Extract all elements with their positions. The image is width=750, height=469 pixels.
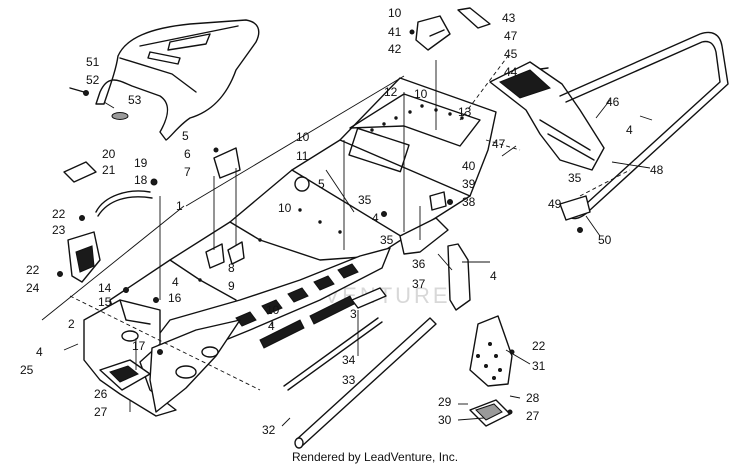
callout-41: 41: [388, 25, 402, 39]
callout-22a: 22: [52, 207, 66, 221]
callout-31: 31: [532, 359, 546, 373]
bracket-7: [213, 147, 241, 179]
callout-42: 42: [388, 42, 402, 56]
callout-45: 45: [504, 47, 518, 61]
bumper-end-37: [447, 243, 471, 311]
callout-3: 3: [350, 307, 357, 321]
rail-33: [283, 317, 383, 391]
footrest-cup: [99, 359, 151, 391]
callout-22c: 22: [532, 339, 546, 353]
callout-13: 13: [458, 105, 472, 119]
tube-21: [95, 190, 153, 217]
callout-28: 28: [526, 391, 540, 405]
callout-34: 34: [342, 353, 356, 367]
rear-bracket: [351, 287, 387, 309]
callout-1: 1: [176, 199, 183, 213]
side-cover-36: [399, 217, 449, 255]
callout-30: 30: [438, 413, 452, 427]
callout-5b: 5: [318, 177, 325, 191]
callout-35a: 35: [358, 193, 372, 207]
callout-48: 48: [650, 163, 664, 177]
mount-5: [294, 176, 310, 192]
callout-37: 37: [412, 277, 426, 291]
side-plate-38: [429, 191, 447, 211]
callout-8: 8: [228, 261, 235, 275]
leader-lines: [41, 60, 653, 427]
callout-4f: 4: [36, 345, 43, 359]
side-skid-panel: [149, 319, 241, 413]
seat-washer: [111, 112, 129, 120]
dashed-guides: [69, 55, 631, 391]
callout-47b: 47: [492, 137, 506, 151]
callout-2: 2: [68, 317, 75, 331]
callout-43: 43: [502, 11, 516, 25]
callout-11: 11: [296, 149, 309, 163]
callout-10d: 10: [388, 6, 402, 20]
callout-27b: 27: [526, 409, 540, 423]
callout-52: 52: [86, 73, 100, 87]
callout-5a: 5: [182, 129, 189, 143]
guard-23: [67, 231, 101, 283]
callout-6: 6: [184, 147, 191, 161]
callout-24: 24: [26, 281, 40, 295]
callout-labels: 1 2 3 4 4 4 4 4 4 5 5 6 7 8 9 10 10 10 1…: [20, 6, 664, 437]
bracket-8: [205, 243, 225, 269]
callout-7: 7: [184, 165, 191, 179]
callout-4a: 4: [172, 275, 179, 289]
callout-29: 29: [438, 395, 452, 409]
callout-20: 20: [102, 147, 116, 161]
callout-40: 40: [462, 159, 476, 173]
callout-38: 38: [462, 195, 476, 209]
callout-14: 14: [98, 281, 112, 295]
callout-22b: 22: [26, 263, 40, 277]
rail-32: [294, 317, 437, 449]
callout-49: 49: [548, 197, 562, 211]
snowflap: [489, 61, 605, 171]
callout-18: 18: [134, 173, 148, 187]
callout-10e: 10: [414, 87, 428, 101]
callout-35c: 35: [568, 171, 582, 185]
cap-43: [457, 7, 491, 29]
callout-51: 51: [86, 55, 100, 69]
callout-10b: 10: [278, 201, 292, 215]
callout-27a: 27: [94, 405, 108, 419]
callout-10c: 10: [266, 303, 280, 317]
callout-4e: 4: [626, 123, 633, 137]
callout-12: 12: [384, 85, 398, 99]
bracket-9: [227, 241, 245, 265]
callout-32: 32: [262, 423, 276, 437]
callout-25: 25: [20, 363, 34, 377]
fasteners: [57, 29, 583, 415]
callout-4d: 4: [490, 269, 497, 283]
bumper-clamp-49: [559, 195, 591, 221]
callout-47a: 47: [504, 29, 518, 43]
callout-44: 44: [504, 65, 518, 79]
callout-4c: 4: [372, 211, 379, 225]
callout-19: 19: [134, 156, 148, 170]
seat: [95, 19, 260, 141]
pad-20: [63, 161, 97, 183]
callout-15: 15: [98, 295, 112, 309]
callout-50: 50: [598, 233, 612, 247]
bracket-41: [415, 15, 451, 51]
callout-21: 21: [102, 163, 116, 177]
footrest-30: [469, 399, 511, 427]
callout-4b: 4: [268, 319, 275, 333]
callout-53: 53: [128, 93, 142, 107]
callout-9: 9: [228, 279, 235, 293]
callout-23: 23: [52, 223, 66, 237]
callout-16: 16: [168, 291, 182, 305]
callout-33: 33: [342, 373, 356, 387]
footer-credit: Rendered by LeadVenture, Inc.: [291, 450, 459, 464]
seat-screw: [69, 87, 89, 96]
callout-46: 46: [606, 95, 620, 109]
callout-10a: 10: [296, 130, 310, 144]
callout-17: 17: [132, 339, 146, 353]
callout-39: 39: [462, 177, 476, 191]
callout-36: 36: [412, 257, 426, 271]
skid-plate-31: [469, 315, 513, 387]
callout-26: 26: [94, 387, 108, 401]
callout-35b: 35: [380, 233, 394, 247]
